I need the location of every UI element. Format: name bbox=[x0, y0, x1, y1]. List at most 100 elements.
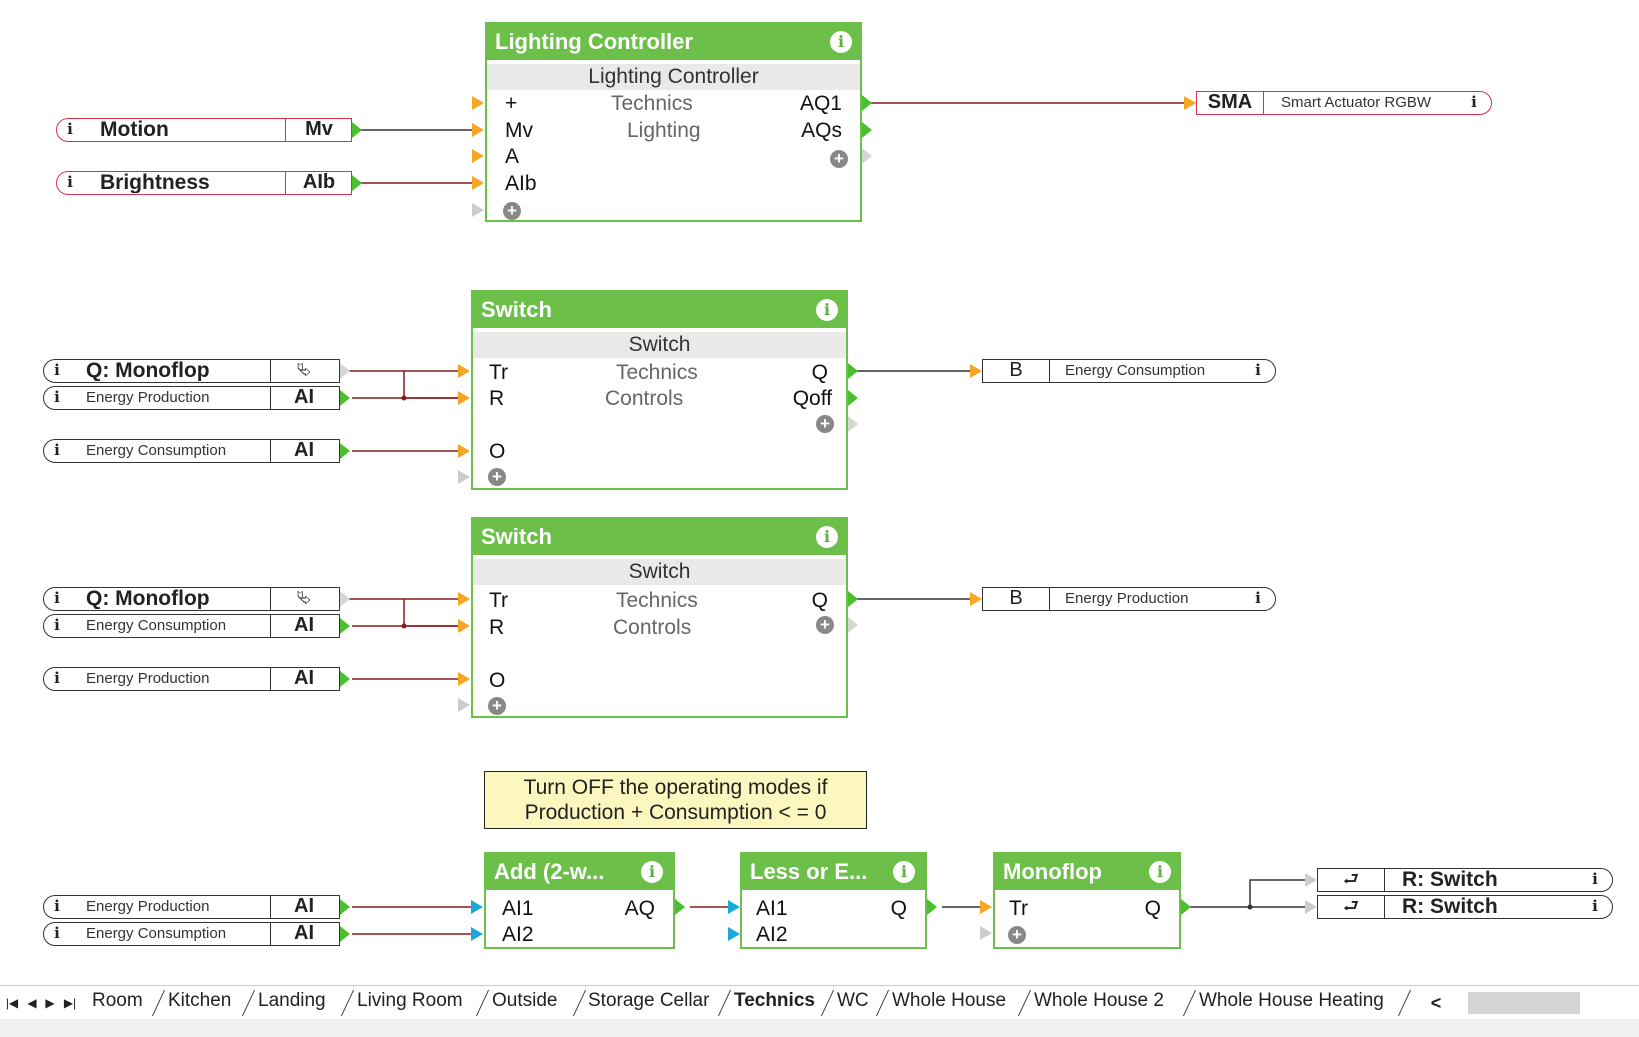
input-energy-production-1[interactable]: i Energy Production AI bbox=[43, 386, 340, 410]
switch-block-2[interactable]: Switch i Switch Tr R O + Technics Contro… bbox=[471, 517, 848, 718]
output-arrow[interactable] bbox=[352, 175, 362, 191]
tab-whole-house[interactable]: Whole House bbox=[892, 990, 1007, 1011]
last-page-button[interactable]: ▶| bbox=[63, 996, 77, 1010]
output-arrow[interactable] bbox=[862, 122, 872, 138]
output-arrow[interactable] bbox=[340, 443, 350, 459]
less-or-equal-block[interactable]: Less or E... i AI1 AI2 Q bbox=[740, 852, 927, 949]
input-energy-consumption-3[interactable]: i Energy Consumption AI bbox=[43, 922, 340, 946]
input-brightness[interactable]: i Brightness AIb bbox=[56, 171, 352, 195]
tab-technics[interactable]: Technics bbox=[734, 990, 815, 1011]
output-arrow[interactable] bbox=[340, 591, 350, 607]
info-icon[interactable]: i bbox=[641, 861, 663, 883]
tab-living-room[interactable]: Living Room bbox=[357, 990, 463, 1011]
input-q-monoflop-1[interactable]: i Q: Monoflop ⮱ bbox=[43, 359, 340, 383]
comment-note[interactable]: Turn OFF the operating modes if Producti… bbox=[484, 771, 867, 829]
input-arrow[interactable] bbox=[471, 900, 483, 914]
info-icon[interactable]: i bbox=[54, 924, 60, 942]
output-arrow[interactable] bbox=[848, 363, 858, 379]
input-arrow[interactable] bbox=[1305, 900, 1317, 914]
output-sma[interactable]: SMA Smart Actuator RGBW i bbox=[1196, 91, 1492, 115]
info-icon[interactable]: i bbox=[816, 299, 838, 321]
info-icon[interactable]: i bbox=[54, 897, 60, 915]
info-icon[interactable]: i bbox=[1592, 870, 1598, 888]
info-icon[interactable]: i bbox=[1592, 897, 1598, 915]
info-icon[interactable]: i bbox=[54, 616, 60, 634]
output-arrow[interactable] bbox=[862, 95, 872, 111]
info-icon[interactable]: i bbox=[893, 861, 915, 883]
input-arrow[interactable] bbox=[458, 444, 470, 458]
output-arrow[interactable] bbox=[848, 591, 858, 607]
input-arrow[interactable] bbox=[458, 672, 470, 686]
first-page-button[interactable]: |◀ bbox=[5, 996, 19, 1010]
tab-whole-house-2[interactable]: Whole House 2 bbox=[1034, 990, 1164, 1011]
output-arrow[interactable] bbox=[927, 899, 937, 915]
output-arrow[interactable] bbox=[848, 416, 858, 432]
info-icon[interactable]: i bbox=[54, 361, 60, 379]
input-arrow[interactable] bbox=[472, 203, 484, 217]
prev-page-button[interactable]: ◀ bbox=[27, 996, 37, 1010]
info-icon[interactable]: i bbox=[1255, 589, 1261, 607]
output-arrow[interactable] bbox=[340, 363, 350, 379]
output-b-energy-production[interactable]: B Energy Production i bbox=[982, 587, 1276, 611]
output-r-switch-2[interactable]: ⮐ R: Switch i bbox=[1317, 895, 1613, 919]
output-arrow[interactable] bbox=[340, 899, 350, 915]
input-arrow[interactable] bbox=[458, 698, 470, 712]
input-arrow[interactable] bbox=[728, 927, 740, 941]
input-arrow[interactable] bbox=[970, 592, 982, 606]
info-icon[interactable]: i bbox=[54, 441, 60, 459]
info-icon[interactable]: i bbox=[1149, 861, 1171, 883]
info-icon[interactable]: i bbox=[54, 388, 60, 406]
input-arrow[interactable] bbox=[458, 391, 470, 405]
output-arrow[interactable] bbox=[340, 390, 350, 406]
output-arrow[interactable] bbox=[340, 671, 350, 687]
input-arrow[interactable] bbox=[458, 470, 470, 484]
input-arrow[interactable] bbox=[1184, 96, 1196, 110]
switch-block-1[interactable]: Switch i Switch Tr R O + Technics Contro… bbox=[471, 290, 848, 490]
add-input-icon[interactable]: + bbox=[1008, 926, 1026, 944]
input-energy-production-3[interactable]: i Energy Production AI bbox=[43, 895, 340, 919]
lighting-controller-block[interactable]: Lighting Controller i Lighting Controlle… bbox=[485, 22, 862, 222]
input-arrow[interactable] bbox=[458, 364, 470, 378]
add-input-icon[interactable]: + bbox=[503, 202, 521, 220]
input-arrow[interactable] bbox=[1305, 873, 1317, 887]
output-arrow[interactable] bbox=[848, 390, 858, 406]
add-input-icon[interactable]: + bbox=[488, 468, 506, 486]
input-arrow[interactable] bbox=[980, 926, 992, 940]
info-icon[interactable]: i bbox=[1255, 361, 1261, 379]
info-icon[interactable]: i bbox=[830, 31, 852, 53]
input-arrow[interactable] bbox=[980, 900, 992, 914]
monoflop-block[interactable]: Monoflop i Tr + Q bbox=[993, 852, 1181, 949]
tab-outside[interactable]: Outside bbox=[492, 990, 558, 1011]
input-arrow[interactable] bbox=[472, 149, 484, 163]
input-q-monoflop-2[interactable]: i Q: Monoflop ⮱ bbox=[43, 587, 340, 611]
info-icon[interactable]: i bbox=[67, 120, 73, 138]
input-arrow[interactable] bbox=[472, 96, 484, 110]
input-arrow[interactable] bbox=[728, 900, 740, 914]
add-block[interactable]: Add (2-w... i AI1 AI2 AQ bbox=[484, 852, 675, 949]
info-icon[interactable]: i bbox=[816, 526, 838, 548]
add-input-icon[interactable]: + bbox=[488, 697, 506, 715]
info-icon[interactable]: i bbox=[54, 589, 60, 607]
output-arrow[interactable] bbox=[340, 926, 350, 942]
add-output-icon[interactable]: + bbox=[816, 616, 834, 634]
input-arrow[interactable] bbox=[472, 123, 484, 137]
input-arrow[interactable] bbox=[472, 176, 484, 190]
info-icon[interactable]: i bbox=[67, 173, 73, 191]
tab-kitchen[interactable]: Kitchen bbox=[168, 990, 232, 1011]
input-energy-consumption-2[interactable]: i Energy Consumption AI bbox=[43, 614, 340, 638]
info-icon[interactable]: i bbox=[54, 669, 60, 687]
input-energy-production-2[interactable]: i Energy Production AI bbox=[43, 667, 340, 691]
output-arrow[interactable] bbox=[1181, 899, 1191, 915]
horizontal-scrollbar[interactable] bbox=[1468, 992, 1580, 1014]
next-page-button[interactable]: ▶ bbox=[45, 996, 55, 1010]
input-motion[interactable]: i Motion Mv bbox=[56, 118, 352, 142]
output-arrow[interactable] bbox=[848, 617, 858, 633]
output-r-switch-1[interactable]: ⮐ R: Switch i bbox=[1317, 868, 1613, 892]
input-energy-consumption-1[interactable]: i Energy Consumption AI bbox=[43, 439, 340, 463]
output-arrow[interactable] bbox=[352, 122, 362, 138]
tab-room[interactable]: Room bbox=[92, 990, 143, 1011]
tab-landing[interactable]: Landing bbox=[258, 990, 326, 1011]
input-arrow[interactable] bbox=[458, 592, 470, 606]
output-b-energy-consumption[interactable]: B Energy Consumption i bbox=[982, 359, 1276, 383]
input-arrow[interactable] bbox=[970, 364, 982, 378]
